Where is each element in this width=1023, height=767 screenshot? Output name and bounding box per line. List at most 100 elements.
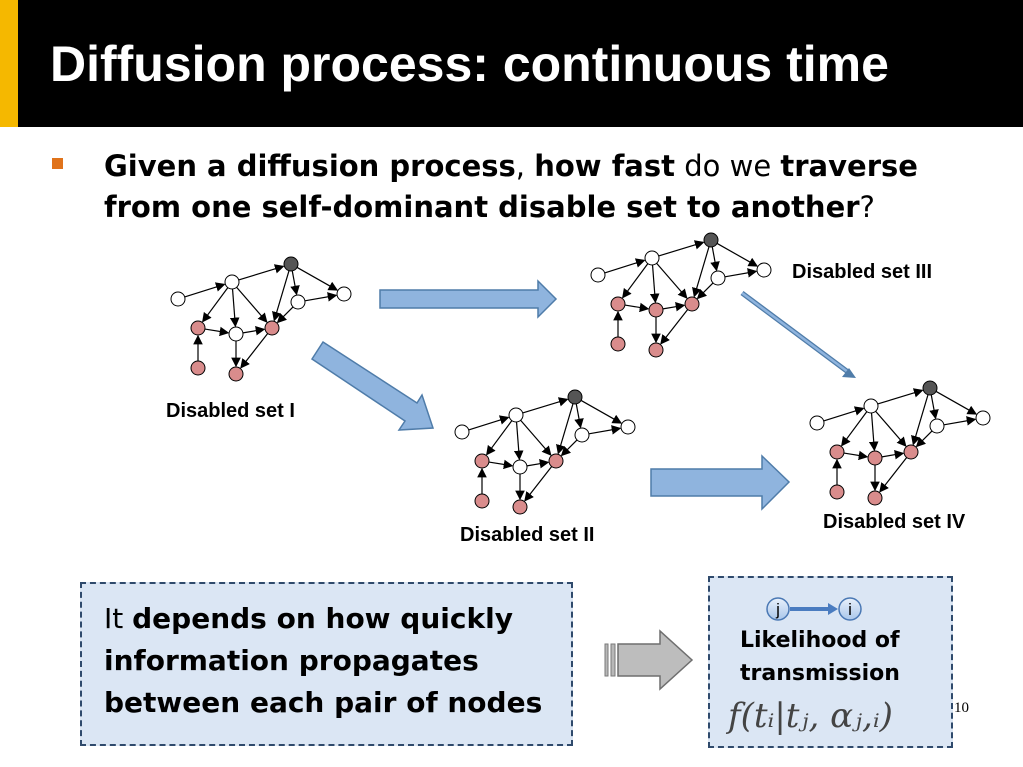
- node-top: [922, 380, 938, 396]
- edge-top-right: [716, 242, 759, 267]
- node-d: [610, 336, 626, 352]
- edge-hub-b: [229, 288, 240, 328]
- slide-title: Diffusion process: continuous time: [50, 36, 889, 92]
- node-right: [620, 419, 636, 435]
- bullet-part-4: do we: [675, 149, 781, 183]
- node-d: [190, 360, 206, 376]
- node-mid-right: [574, 427, 590, 443]
- edge-mid-right-right: [724, 268, 758, 278]
- edge-hub-top: [238, 264, 285, 281]
- edge-b-c: [526, 458, 550, 469]
- edge-hub-c: [656, 262, 688, 299]
- node-i-label: i: [848, 600, 852, 619]
- edge-mid-right-right: [588, 425, 622, 435]
- node-top: [567, 389, 583, 405]
- edge-hub-a: [622, 263, 649, 299]
- edge-c-e: [524, 466, 553, 502]
- explanation-box: It depends on how quickly information pr…: [80, 582, 573, 746]
- node-right: [336, 286, 352, 302]
- edge-mid-right-c: [276, 306, 294, 324]
- node-left: [454, 424, 470, 440]
- bullet-part-6: from one self-dominant disable set to an…: [104, 190, 860, 224]
- arrow-set2-to-set4: [650, 454, 791, 511]
- node-left: [590, 267, 606, 283]
- bullet-part-2: ,: [515, 149, 535, 183]
- edge-c-e: [660, 309, 689, 345]
- node-j-circle: [766, 597, 790, 621]
- node-e: [867, 490, 883, 506]
- node-right: [756, 262, 772, 278]
- bullet-part-5: traverse: [780, 149, 918, 183]
- edge-top-mid-right: [710, 246, 720, 272]
- edge-hub-top: [877, 388, 924, 405]
- edge-a-b: [843, 450, 869, 461]
- edge-hub-b: [649, 264, 660, 304]
- node-c: [684, 296, 700, 312]
- edge-mid-right-c: [696, 282, 714, 300]
- edge-hub-c: [875, 410, 907, 447]
- bullet-part-3: how fast: [534, 149, 676, 183]
- node-e: [512, 499, 528, 515]
- edge-top-c: [556, 403, 574, 455]
- node-hub: [863, 398, 879, 414]
- edge-hub-a: [486, 420, 513, 456]
- node-hub: [508, 407, 524, 423]
- edge-a-b: [204, 326, 230, 337]
- title-accent-stripe: [0, 0, 18, 127]
- edge-b-c: [242, 325, 266, 336]
- edge-top-right: [296, 266, 339, 291]
- node-mid-right: [290, 294, 306, 310]
- edge-hub-a: [202, 287, 229, 323]
- node-c: [903, 444, 919, 460]
- node-j-label: j: [775, 600, 780, 619]
- edge-top-right: [935, 390, 978, 415]
- edge-top-c: [911, 394, 929, 446]
- node-top: [703, 232, 719, 248]
- edge-left-hub: [604, 258, 646, 274]
- node-d: [829, 484, 845, 500]
- title-bar: Diffusion process: continuous time: [0, 0, 1023, 127]
- graph-disabled-set-1: [170, 256, 352, 382]
- page-number: 10: [954, 700, 969, 716]
- node-b: [648, 302, 664, 318]
- node-mid-right: [710, 270, 726, 286]
- arrow-set1-to-set3: [379, 279, 558, 319]
- edge-top-c: [272, 270, 290, 322]
- node-b: [867, 450, 883, 466]
- label-disabled-set-2: Disabled set II: [460, 524, 595, 546]
- graph-disabled-set-3: [590, 232, 772, 358]
- node-i-circle: [838, 597, 862, 621]
- edge-hub-top: [658, 240, 705, 257]
- edge-hub-top: [522, 397, 569, 414]
- edge-c-e: [240, 333, 269, 369]
- explanation-bold: depends on how quickly information propa…: [104, 602, 543, 719]
- edge-b-c: [662, 301, 686, 312]
- node-a: [190, 320, 206, 336]
- node-a: [610, 296, 626, 312]
- explanation-prefix: It: [104, 602, 133, 635]
- edge-top-c: [692, 246, 710, 298]
- edge-hub-c: [236, 286, 268, 323]
- node-top: [283, 256, 299, 272]
- node-a: [829, 444, 845, 460]
- edge-a-b: [488, 459, 514, 470]
- node-e: [648, 342, 664, 358]
- edge-hub-b: [868, 412, 879, 452]
- graph-disabled-set-4: [809, 380, 991, 506]
- bullet-part-7: ?: [859, 190, 875, 224]
- node-left: [170, 291, 186, 307]
- node-mid-right: [929, 418, 945, 434]
- edge-top-mid-right: [574, 403, 584, 429]
- node-e: [228, 366, 244, 382]
- edge-hub-c: [520, 419, 552, 456]
- node-hub: [224, 274, 240, 290]
- edge-top-right: [580, 399, 623, 424]
- implies-arrow-icon: [604, 629, 694, 691]
- arrow-set3-to-set4: [740, 290, 856, 378]
- edge-top-mid-right: [290, 270, 300, 296]
- transmission-formula: f(tᵢ|tⱼ, αⱼ,ᵢ): [728, 696, 893, 736]
- edge-mid-right-right: [304, 292, 338, 302]
- label-disabled-set-3: Disabled set III: [792, 261, 933, 283]
- edge-a-b: [624, 302, 650, 313]
